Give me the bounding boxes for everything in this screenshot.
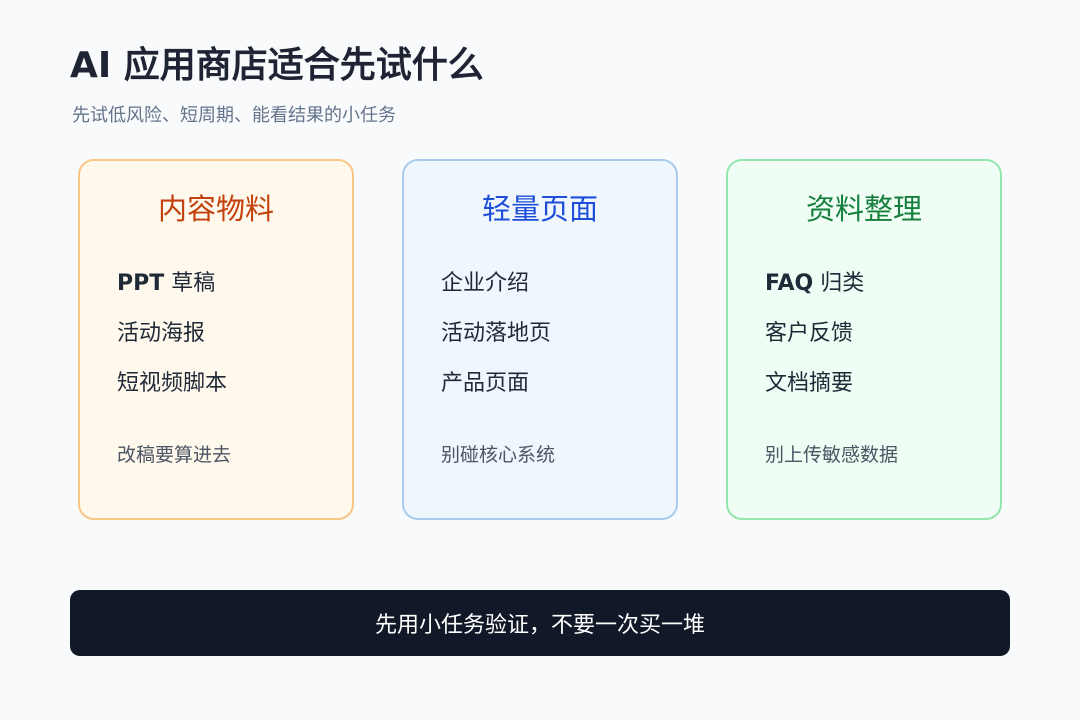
card-item: 客户反馈	[765, 319, 853, 349]
card-item-text: 草稿	[164, 271, 216, 296]
card-light-pages: 轻量页面 企业介绍 活动落地页 产品页面 别碰核心系统	[402, 159, 678, 520]
summary-banner: 先用小任务验证，不要一次买一堆	[70, 590, 1010, 656]
card-item: 短视频脚本	[117, 369, 227, 399]
card-title: 资料整理	[805, 192, 922, 226]
card-note: 别碰核心系统	[441, 444, 556, 466]
card-title: 内容物料	[157, 192, 274, 226]
card-item: 企业介绍	[441, 269, 529, 299]
card-item: PPT 草稿	[117, 269, 215, 299]
page-title: AI 应用商店适合先试什么	[70, 45, 484, 86]
card-content-materials: 内容物料 PPT 草稿 活动海报 短视频脚本 改稿要算进去	[78, 159, 354, 520]
card-item-text: 企业介绍	[441, 271, 530, 296]
card-note: 改稿要算进去	[117, 444, 232, 466]
card-item-text: 文档摘要	[765, 371, 854, 396]
banner-text: 先用小任务验证，不要一次买一堆	[374, 613, 705, 638]
card-item-bold: PPT	[117, 271, 165, 296]
card-item: 产品页面	[441, 369, 529, 399]
page-subtitle: 先试低风险、短周期、能看结果的小任务	[72, 105, 396, 126]
card-item-bold: FAQ	[765, 271, 814, 296]
card-note: 别上传敏感数据	[765, 444, 899, 466]
card-item-text: 客户反馈	[765, 321, 854, 346]
card-item-text: 活动海报	[117, 321, 206, 346]
card-item: 活动海报	[117, 319, 205, 349]
card-item: 活动落地页	[441, 319, 551, 349]
card-item-text: 活动落地页	[441, 321, 552, 346]
card-title: 轻量页面	[481, 192, 598, 226]
card-item-text: 归类	[813, 271, 865, 296]
card-item-text: 短视频脚本	[117, 371, 228, 396]
card-item: FAQ 归类	[765, 269, 864, 299]
card-data-organizing: 资料整理 FAQ 归类 客户反馈 文档摘要 别上传敏感数据	[726, 159, 1002, 520]
card-item: 文档摘要	[765, 369, 853, 399]
card-item-text: 产品页面	[441, 371, 530, 396]
